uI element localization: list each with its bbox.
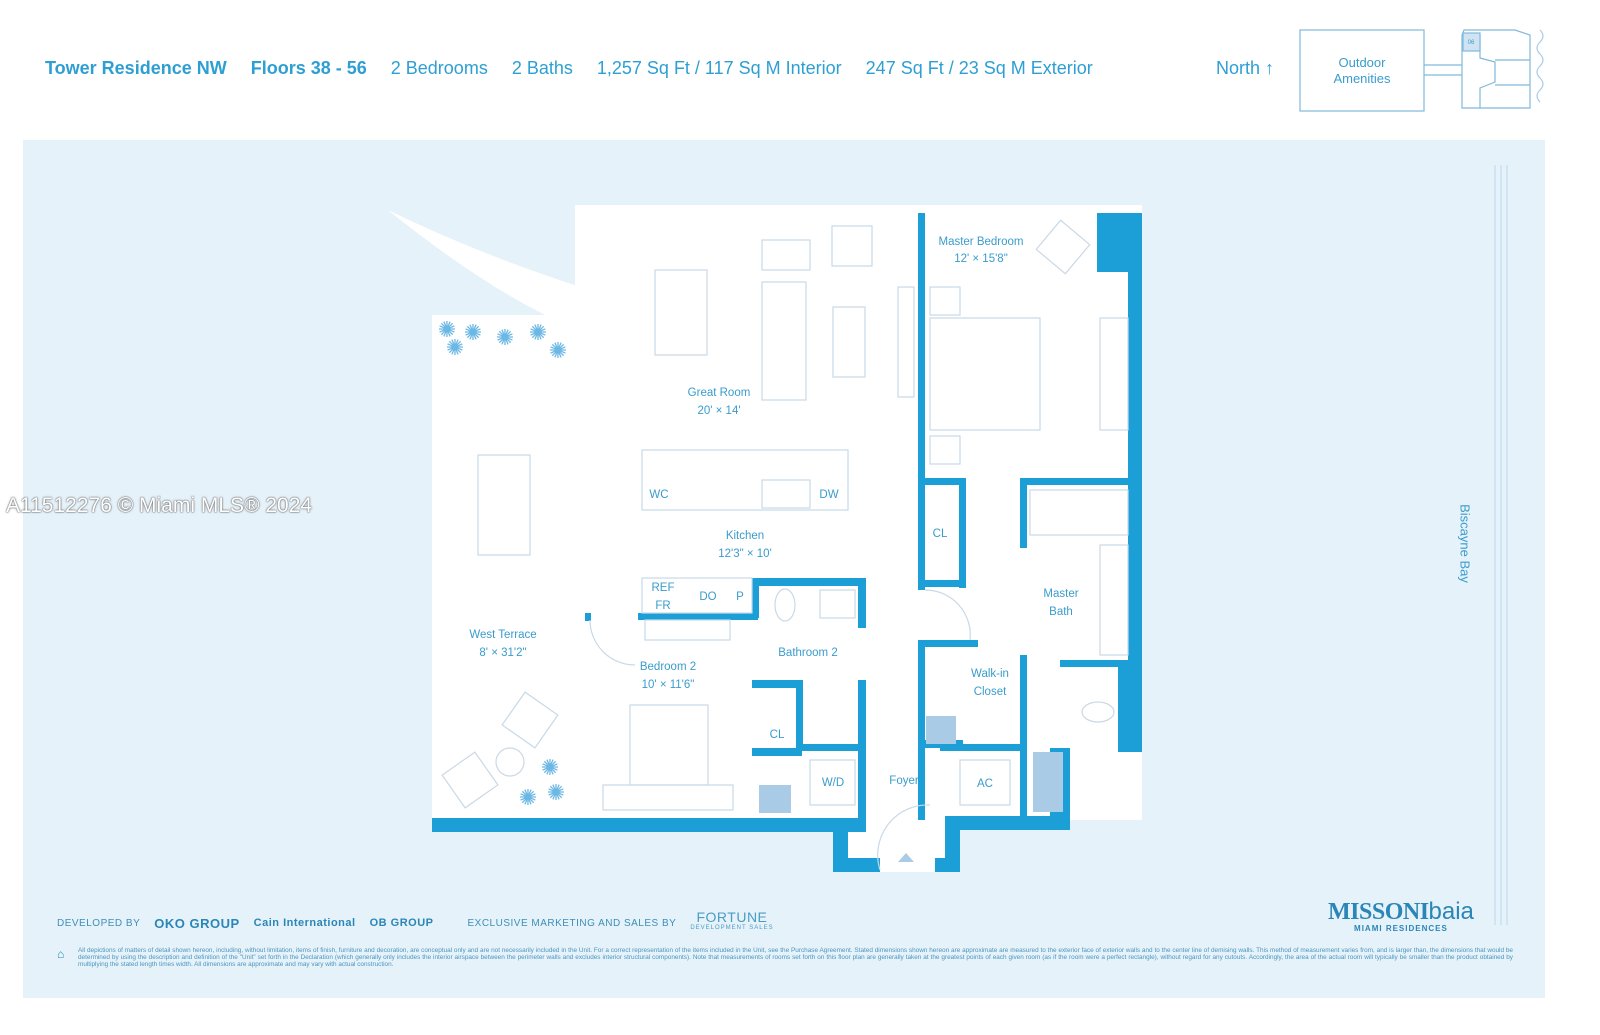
brand-light: baia [1428,898,1474,925]
interior-area: 1,257 Sq Ft / 117 Sq M Interior [596,58,842,78]
svg-text:✺: ✺ [464,320,482,345]
ref-label: REF [652,582,675,594]
oko-group-logo: OKO GROUP [154,915,240,931]
mls-watermark: A11512276 © Miami MLS® 2024 [6,494,313,517]
brand-sub: MIAMI RESIDENCES [1354,924,1448,933]
ob-group-logo: OB GROUP [369,917,434,929]
svg-text:✺: ✺ [541,755,559,780]
kitchen-dims: 12'3" × 10' [718,548,772,560]
bedroom2-closet-label: CL [770,729,785,741]
west-terrace-label: West Terrace [469,629,536,641]
great-room-dims: 20' × 14' [697,405,740,417]
keyplan-amenities-2: Amenities [1333,71,1391,86]
unit-floor [388,205,1142,872]
marketing-label: EXCLUSIVE MARKETING AND SALES BY [467,917,677,929]
washer-dryer-label: W/D [822,777,844,789]
biscayne-bay-label: Biscayne Bay [1457,504,1473,583]
walkin-label-2: Closet [974,686,1007,698]
entry-arrow-icon [898,853,914,862]
pantry-label: P [736,591,744,603]
developed-by: DEVELOPED BY [57,917,141,929]
fr-label: FR [655,600,670,612]
bedrooms: 2 Bedrooms [390,58,488,78]
credits: DEVELOPED BY OKO GROUP Cain Internationa… [57,909,774,934]
keyplan-amenities-1: Outdoor [1339,55,1387,70]
baths: 2 Baths [511,58,573,78]
fixtures [759,716,1063,862]
west-terrace-dims: 8' × 31'2" [479,647,526,659]
great-room-label: Great Room [688,387,751,399]
fortune-text: FORTUNE [696,909,768,925]
brand-bold: MISSONI [1328,899,1429,925]
svg-text:✺: ✺ [496,325,514,350]
equal-housing-icon: ⌂ [57,947,65,961]
unit-header: Tower Residence NW Floors 38 - 56 2 Bedr… [45,58,1093,79]
terrace-shade [388,210,601,330]
svg-text:✺: ✺ [529,320,547,345]
keyplan-unit: 06 [1468,40,1475,46]
cain-logo: Cain International [253,917,356,929]
disclaimer: All depictions of matters of detail show… [78,947,1513,968]
svg-text:✺: ✺ [519,785,537,810]
svg-text:✺: ✺ [446,335,464,360]
master-bedroom-dims: 12' × 15'8" [954,253,1008,265]
fortune-sub: DEVELOPMENT SALES [690,925,774,931]
master-bath-label-1: Master [1043,588,1078,600]
bedroom2-label: Bedroom 2 [640,661,696,673]
walls [432,213,1142,872]
kitchen-label: Kitchen [726,530,764,542]
floors: Floors 38 - 56 [250,58,367,78]
furniture [441,219,1129,871]
master-closet-label: CL [933,528,948,540]
master-bedroom-label: Master Bedroom [938,236,1023,248]
bathroom2-label: Bathroom 2 [778,647,837,659]
walkin-label-1: Walk-in [971,668,1009,680]
master-bath-label-2: Bath [1049,606,1073,618]
svg-text:✺: ✺ [438,317,456,342]
plant-icons: ✺✺✺ ✺✺✺ ✺✺✺ [438,317,567,810]
shoreline [1494,165,1508,925]
key-plan [1299,29,1544,112]
svg-text:✺: ✺ [547,780,565,805]
do-label: DO [699,591,716,603]
svg-text:✺: ✺ [549,338,567,363]
dw-label: DW [819,489,838,501]
north-indicator: North ↑ [1216,58,1275,78]
exterior-area: 247 Sq Ft / 23 Sq M Exterior [865,58,1093,78]
residence-name: Tower Residence NW [45,58,227,78]
ac-label: AC [977,778,993,790]
wc-label: WC [649,489,668,501]
bedroom2-dims: 10' × 11'6" [642,679,695,691]
foyer-label: Foyer [889,775,919,787]
